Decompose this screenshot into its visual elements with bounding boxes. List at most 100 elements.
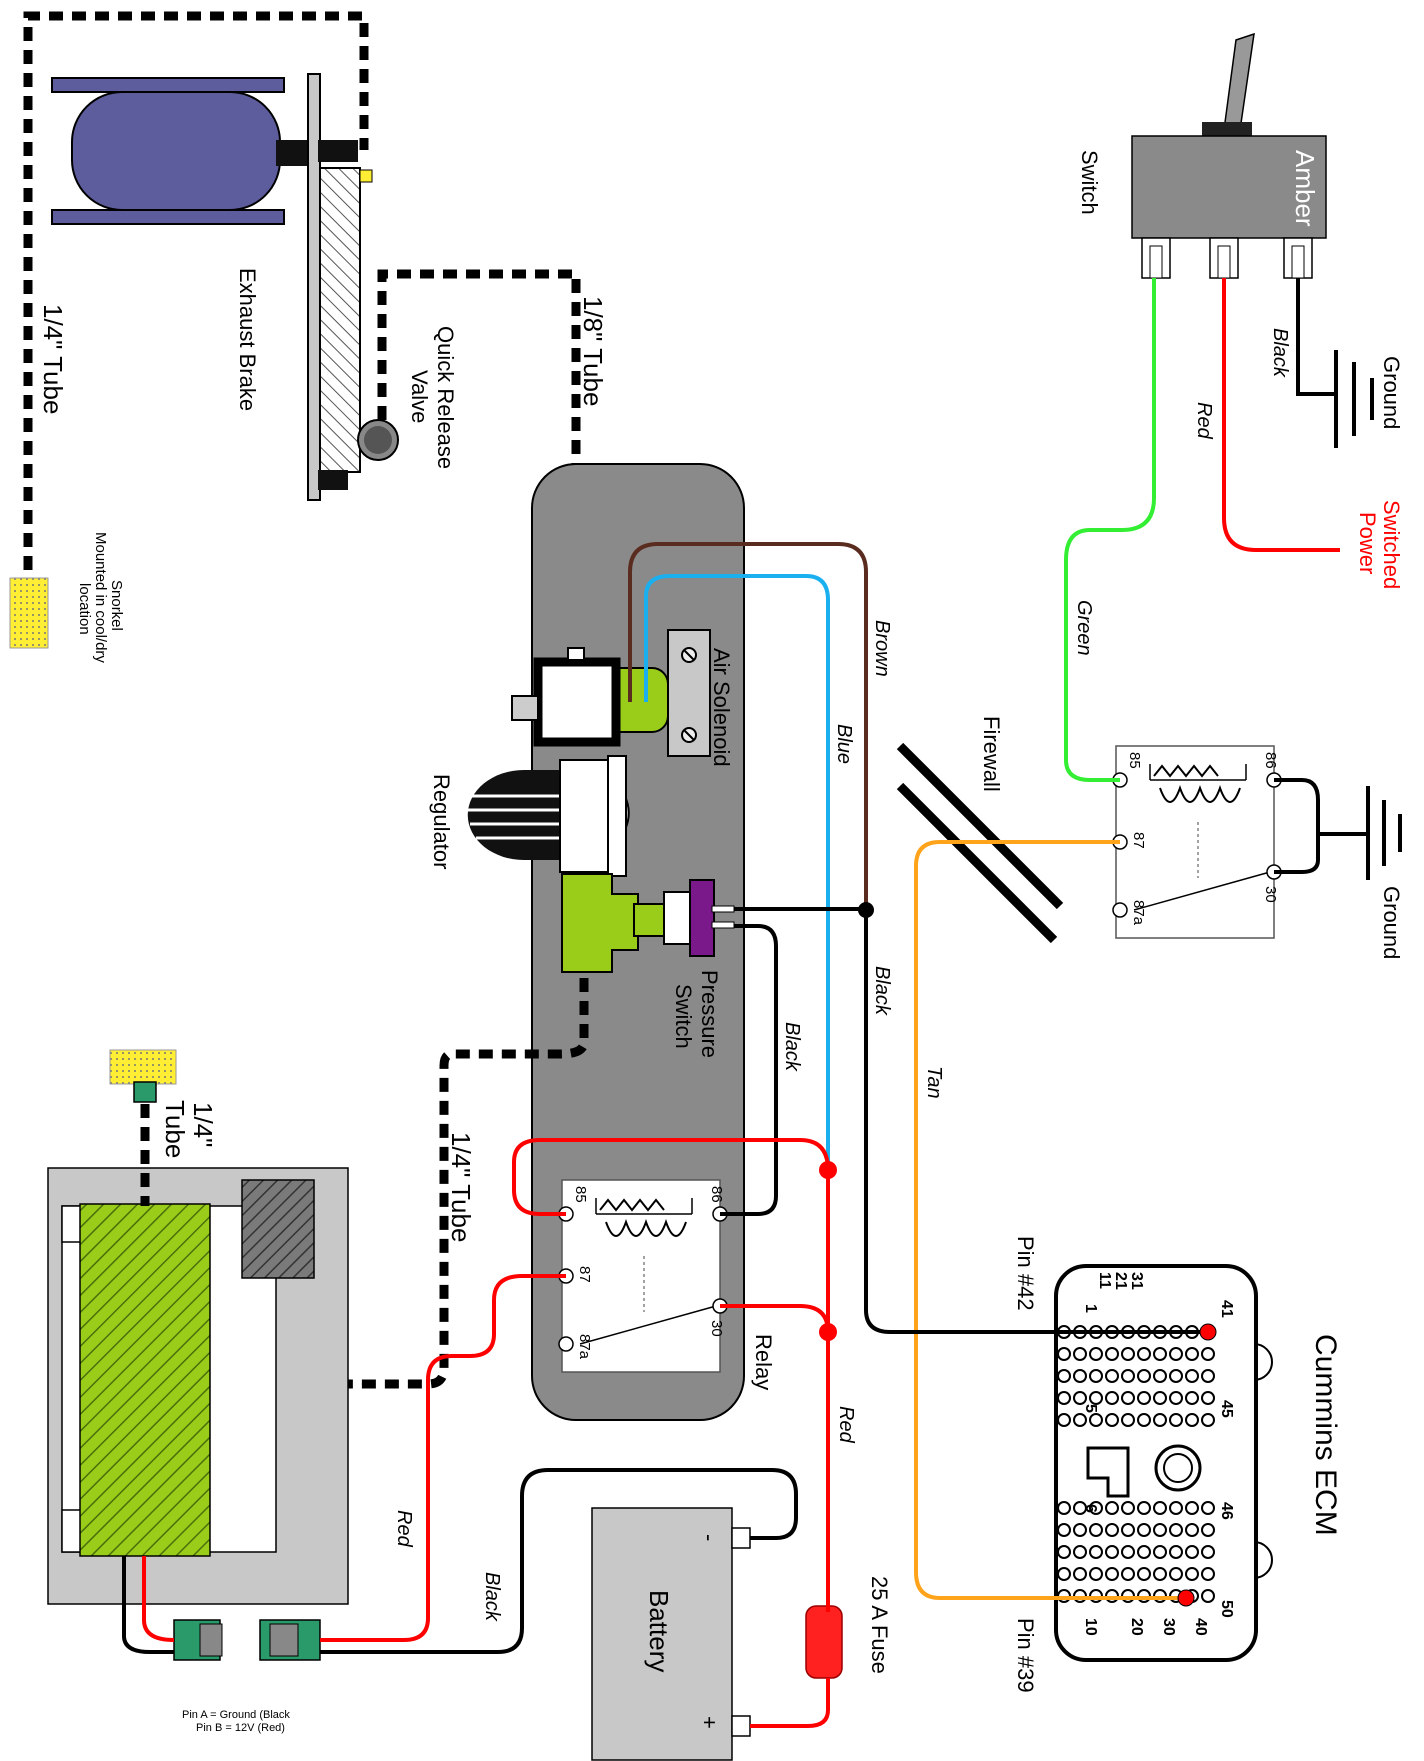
wire-brown	[628, 542, 868, 910]
wire-red-switch	[1222, 278, 1340, 552]
ecm-pin	[1121, 1523, 1135, 1537]
relay-lower-pin-87a: 87a	[576, 1334, 593, 1360]
exhaust-brake-label: Exhaust Brake	[235, 268, 260, 411]
ecm-pin	[1169, 1501, 1183, 1515]
wire-blue-label: Blue	[833, 724, 855, 764]
ecm-num-30: 30	[1160, 1618, 1177, 1636]
wire-black-switch-label: Black	[1269, 328, 1291, 378]
ecm-pin42-dot	[1199, 1323, 1217, 1341]
switch-amber-label: Amber	[1290, 150, 1320, 227]
ecm-pin	[1153, 1501, 1167, 1515]
ecm-pin	[1057, 1413, 1071, 1427]
ecm-pin	[1185, 1545, 1199, 1559]
ecm-pin	[1153, 1545, 1167, 1559]
relay-lower	[558, 1179, 728, 1373]
pressure-switch-label-1: Pressure	[697, 970, 722, 1058]
pin-note-1: Pin A = Ground (Black	[182, 1709, 290, 1721]
ground-symbol-top	[1334, 350, 1374, 448]
tube-quarter-filter-label-1: 1/4"	[188, 1102, 218, 1147]
relay-upper-pin-87a: 87a	[1130, 900, 1147, 926]
ecm-pin	[1137, 1567, 1151, 1581]
ecm-num-10: 10	[1082, 1618, 1099, 1636]
ecm-num-46: 46	[1218, 1502, 1235, 1520]
ecm-num-21: 21	[1112, 1272, 1129, 1290]
ground-top-label: Ground	[1379, 356, 1404, 429]
wire-red-compressor-label: Red	[393, 1510, 415, 1548]
ecm-label: Cummins ECM	[1309, 1334, 1342, 1536]
switched-power-label-1: Switched	[1379, 500, 1404, 589]
pin42-label: Pin #42	[1013, 1236, 1038, 1311]
ecm-pin	[1105, 1413, 1119, 1427]
wire-blue	[644, 574, 830, 1170]
ecm-pin	[1185, 1523, 1199, 1537]
ecm-pin	[1201, 1545, 1215, 1559]
connector	[173, 1619, 321, 1661]
ecm-pin	[1057, 1567, 1071, 1581]
ecm-pin	[1073, 1347, 1087, 1361]
tube-quarter-mid	[275, 978, 589, 1389]
relay-upper-pin-86: 86	[1262, 752, 1279, 769]
splice-red-1	[819, 1161, 837, 1179]
battery-plus: +	[697, 1716, 722, 1729]
ecm-pin	[1057, 1347, 1071, 1361]
wire-red-compressor	[142, 1274, 566, 1642]
splice-red-2	[819, 1323, 837, 1341]
ecm-pin	[1073, 1545, 1087, 1559]
tube-quarter-mid-label: 1/4" Tube	[446, 1132, 476, 1242]
ecm-pin	[1057, 1501, 1071, 1515]
tube-quarter-filter-label-2: Tube	[160, 1100, 190, 1158]
battery	[591, 1507, 751, 1761]
wire-green-label: Green	[1073, 600, 1095, 656]
ecm-pin	[1185, 1369, 1199, 1383]
ecm-pin	[1057, 1545, 1071, 1559]
ecm-pin	[1105, 1347, 1119, 1361]
regulator-label: Regulator	[429, 774, 454, 869]
ecm-num-40: 40	[1192, 1618, 1209, 1636]
relay-upper-pin-85: 85	[1126, 752, 1143, 769]
ecm-pin	[1153, 1567, 1167, 1581]
ecm-pin39-dot	[1177, 1589, 1195, 1607]
ecm-pin	[1105, 1545, 1119, 1559]
ecm-pin	[1153, 1347, 1167, 1361]
fuse-label: 25 A Fuse	[867, 1576, 892, 1674]
tube-quarter-left	[23, 11, 369, 570]
ecm-num-31: 31	[1128, 1272, 1145, 1290]
ecm-pin	[1105, 1567, 1119, 1581]
ecm-pin	[1201, 1567, 1215, 1581]
ecm-pin	[1201, 1413, 1215, 1427]
ecm-pin	[1137, 1523, 1151, 1537]
ecm-num-20: 20	[1128, 1618, 1145, 1636]
ecm-pin	[1201, 1589, 1215, 1603]
wire-black-ecm-label: Black	[871, 966, 893, 1016]
wire-red-switch-label: Red	[1193, 402, 1215, 440]
wire-black-battery	[122, 1468, 798, 1654]
ecm-pin	[1169, 1347, 1183, 1361]
ecm-pin	[1089, 1369, 1103, 1383]
wire-black-pressure	[720, 924, 778, 1216]
ecm-num-1: 1	[1082, 1304, 1099, 1313]
relay-lower-pin-85: 85	[572, 1186, 589, 1203]
ecm-pin	[1153, 1391, 1167, 1405]
ecm-pin	[1185, 1391, 1199, 1405]
snorkel-label-2: Mounted in cool/dry	[92, 532, 109, 663]
switch-label: Switch	[1077, 150, 1102, 215]
relay-upper	[1112, 745, 1282, 939]
ecm-pin	[1201, 1347, 1215, 1361]
switched-power-label-2: Power	[1355, 512, 1380, 574]
tube-quarter-left-label: 1/4" Tube	[38, 304, 68, 414]
pin-note-2: Pin B = 12V (Red)	[196, 1722, 285, 1734]
ecm-pin	[1185, 1501, 1199, 1515]
ecm-pin	[1185, 1413, 1199, 1427]
snorkel-label-3: location	[76, 583, 93, 635]
ecm-pin	[1185, 1347, 1199, 1361]
snorkel-label-1: Snorkel	[108, 580, 125, 631]
ecm-pin	[1137, 1545, 1151, 1559]
relay-lower-label: Relay	[751, 1334, 776, 1390]
ecm-num-41: 41	[1218, 1300, 1235, 1318]
cummins-ecm	[1054, 1264, 1273, 1662]
ecm-pin	[1169, 1369, 1183, 1383]
quick-release-valve-label-1: Quick Release	[433, 326, 458, 469]
relay-upper-pin-30: 30	[1262, 886, 1279, 903]
firewall-label: Firewall	[979, 716, 1004, 792]
wire-black-switch	[1296, 278, 1336, 396]
